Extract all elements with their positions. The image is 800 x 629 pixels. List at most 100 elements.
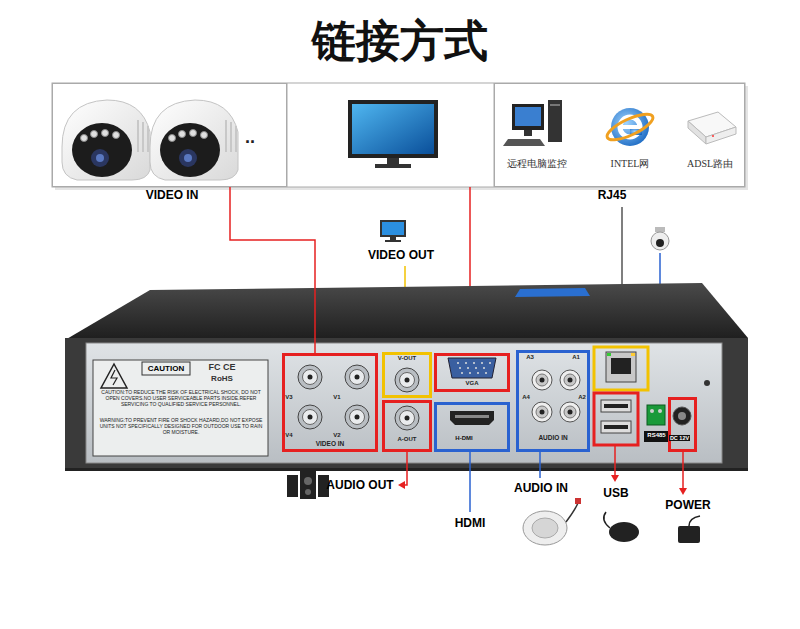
arrowhead <box>611 475 619 482</box>
power-jack <box>673 407 691 425</box>
dvr-body <box>704 380 710 386</box>
arrowhead <box>679 488 687 495</box>
pc-icon <box>515 107 541 126</box>
vga-port <box>475 367 477 369</box>
vga-port <box>483 367 485 369</box>
power-jack <box>678 412 686 420</box>
vga-port <box>485 372 487 374</box>
node-text: A3 <box>526 354 534 361</box>
node-text: .. <box>245 127 255 148</box>
dvr-body <box>65 338 748 470</box>
usb-ports <box>601 421 631 433</box>
node-text: A-OUT <box>398 436 417 443</box>
monitor-icon <box>352 104 434 154</box>
ptz-camera-icon <box>656 239 664 247</box>
usb-ports <box>594 393 638 445</box>
pc-icon <box>503 100 562 146</box>
node-text: A4 <box>522 394 530 401</box>
node-text: AUDIO IN <box>538 434 567 441</box>
pc-icon <box>512 104 544 130</box>
microphone-icon <box>575 498 581 504</box>
node-text: A2 <box>578 394 586 401</box>
ptz-camera-icon <box>651 232 669 250</box>
microphone-icon <box>523 511 567 545</box>
part-label: CAUTION:TO REDUCE THE RISK OF ELECTRICAL… <box>99 389 263 407</box>
vga-port <box>448 358 496 378</box>
video-out-port: V-OUT <box>382 352 432 398</box>
power-jack <box>673 407 691 425</box>
audio-out-leader <box>402 452 407 485</box>
monitor-icon <box>375 164 411 168</box>
pc-icon <box>503 139 545 146</box>
caution-plate <box>101 364 127 388</box>
audio-in-leader <box>539 452 541 478</box>
illustration-part <box>395 406 419 430</box>
dvr-body <box>65 283 748 471</box>
video-out-icon <box>380 220 406 237</box>
arrowhead <box>398 481 405 489</box>
router-icon <box>712 135 714 137</box>
speaker-icon <box>287 475 298 497</box>
mouse-icon <box>604 512 639 542</box>
caution-plate <box>93 360 268 456</box>
part-label: RJ45 <box>598 189 627 203</box>
pc-icon <box>548 100 562 142</box>
usb-ports <box>594 393 638 445</box>
hdmi-leader <box>469 452 471 512</box>
hdmi-port-box: H-DMI <box>434 402 510 452</box>
network-panel: 远程电脑监控INTEL网ADSL路由 <box>494 83 745 187</box>
rs485-terminal <box>658 409 662 413</box>
node-text: V3 <box>285 394 292 401</box>
usb-ports <box>604 404 628 408</box>
part-label: POWER <box>665 499 710 513</box>
dvr-body <box>86 343 722 463</box>
rs485-terminal <box>644 405 669 442</box>
part-label: USB <box>603 487 628 501</box>
video-out-icon <box>390 237 396 240</box>
part-label: AUDIO OUT <box>326 479 393 493</box>
node-text: VGA <box>465 380 478 387</box>
rj45-port <box>594 347 648 390</box>
pc-icon <box>550 104 560 106</box>
microphone-icon <box>532 518 558 538</box>
part-label: CAUTION <box>148 364 184 373</box>
node-text: V2 <box>333 432 340 439</box>
node-text: ADSL路由 <box>687 158 733 170</box>
top-panel <box>52 83 748 190</box>
rs485-terminal <box>644 431 669 442</box>
node-text: 远程电脑监控 <box>507 158 567 170</box>
hdmi-port <box>450 411 494 425</box>
audio-in-ports: A3A1A4A2AUDIO IN <box>516 350 590 452</box>
hdmi-port <box>455 415 489 418</box>
diagram-title: 链接方式 <box>312 16 488 67</box>
router-icon <box>688 112 736 144</box>
vga-port <box>459 367 461 369</box>
caution-plate <box>111 370 117 385</box>
illustration-part <box>298 365 322 389</box>
monitor-icon <box>348 100 438 158</box>
vga-port <box>477 372 479 374</box>
rj45-port <box>594 347 648 390</box>
rs485-terminal <box>650 409 654 413</box>
part-label: HDMI <box>455 517 486 531</box>
video-out-icon <box>382 222 404 235</box>
rj45-port <box>607 353 611 356</box>
ie-logo <box>604 109 656 145</box>
usb-leader <box>614 445 616 476</box>
illustration-part <box>345 365 369 389</box>
usb-ports <box>601 400 631 412</box>
speaker-icon <box>305 489 311 495</box>
node-text: V1 <box>333 394 340 401</box>
part-label: VIDEO OUT <box>368 249 434 263</box>
monitor-icon <box>387 158 399 164</box>
rj45-port <box>606 352 636 382</box>
vga-port <box>467 367 469 369</box>
ptz-camera-icon <box>651 227 669 250</box>
mouse-icon <box>604 512 610 528</box>
microphone-icon <box>566 503 578 522</box>
dome-camera <box>62 100 150 180</box>
router-icon <box>706 127 736 144</box>
rj45-port <box>611 358 631 374</box>
node-text: V4 <box>285 432 292 439</box>
